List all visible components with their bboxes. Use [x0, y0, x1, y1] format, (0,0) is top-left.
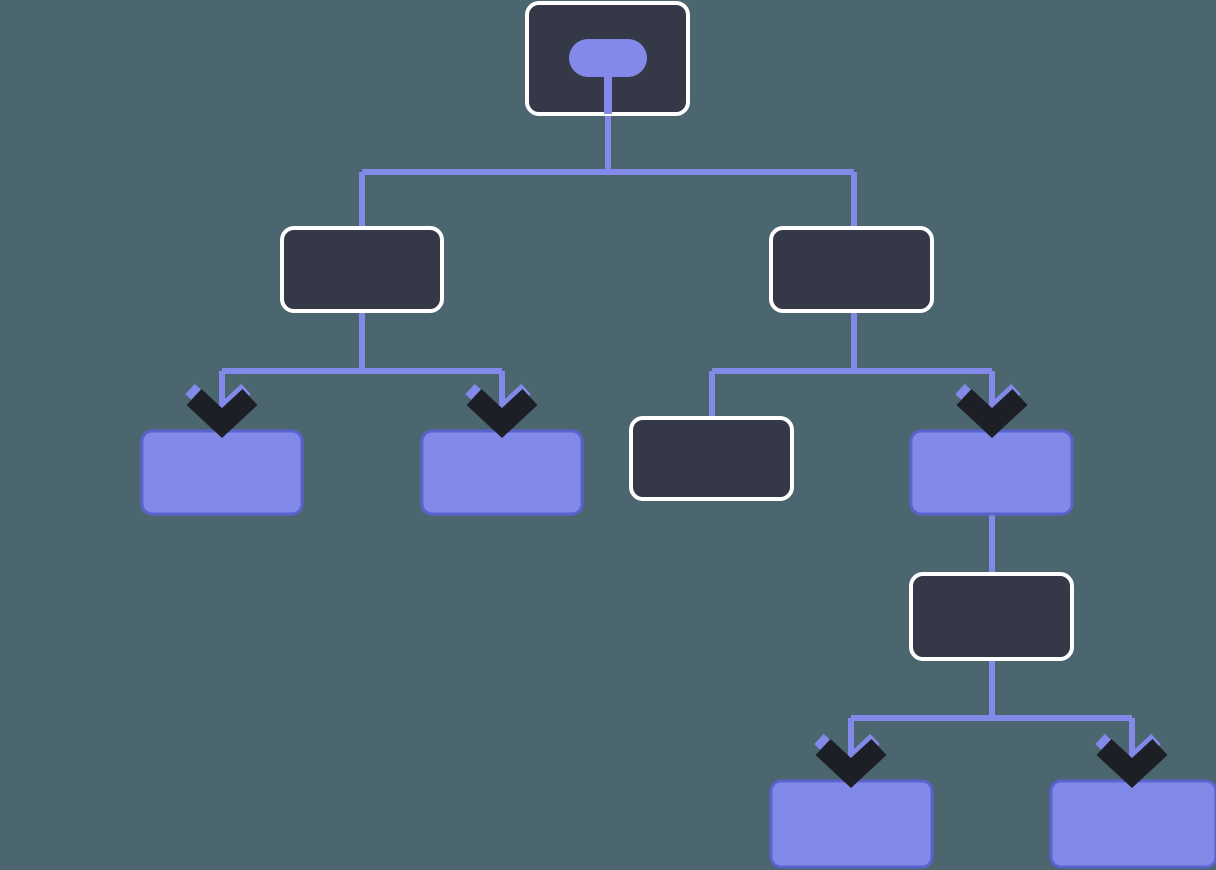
arrowhead-ah-l2d: [956, 388, 1028, 439]
node-layer: [140, 1, 1216, 869]
node-l1a-box[interactable]: [280, 226, 444, 313]
node-l2a[interactable]: [140, 429, 304, 516]
node-l2c[interactable]: [629, 416, 794, 501]
arrowhead-ah-l2b: [466, 388, 538, 439]
node-l1a[interactable]: [280, 226, 444, 313]
arrowhead-icon-ah-l2b: [465, 383, 538, 439]
node-l4a-box[interactable]: [769, 779, 934, 869]
arrowhead-icon-ah-l4b: [1095, 733, 1168, 789]
node-l2a-box[interactable]: [140, 429, 304, 516]
node-l4b-box[interactable]: [1049, 779, 1216, 869]
arrowhead-ah-l4a: [815, 738, 887, 789]
edge-e-root-split: [359, 114, 857, 320]
arrowhead-icon-ah-l2d: [955, 383, 1028, 439]
node-root[interactable]: [525, 1, 690, 116]
node-l2c-box[interactable]: [629, 416, 794, 501]
node-l1b-box[interactable]: [769, 226, 934, 313]
arrowhead-icon-ah-l2a: [185, 383, 258, 439]
node-root-pill-icon: [569, 39, 647, 77]
node-l1b[interactable]: [769, 226, 934, 313]
node-l3a-box[interactable]: [909, 572, 1074, 661]
edge-e-l1b-l2c: [709, 311, 995, 431]
edge-layer: [219, 114, 1135, 781]
arrowhead-icon-ah-l4a: [814, 733, 887, 789]
arrowhead-ah-l2a: [186, 388, 258, 439]
node-l4a[interactable]: [769, 779, 934, 869]
arrowhead-layer: [185, 383, 1168, 789]
node-l3a[interactable]: [909, 572, 1074, 661]
node-l2d[interactable]: [909, 429, 1074, 516]
node-l2b[interactable]: [420, 429, 584, 516]
edge-e-l3a-l4: [848, 659, 1135, 781]
edge-e-l1a-l2a: [219, 311, 505, 431]
arrowhead-ah-l4b: [1096, 738, 1168, 789]
node-l2d-box[interactable]: [909, 429, 1074, 516]
node-l4b[interactable]: [1049, 779, 1216, 869]
node-l2b-box[interactable]: [420, 429, 584, 516]
